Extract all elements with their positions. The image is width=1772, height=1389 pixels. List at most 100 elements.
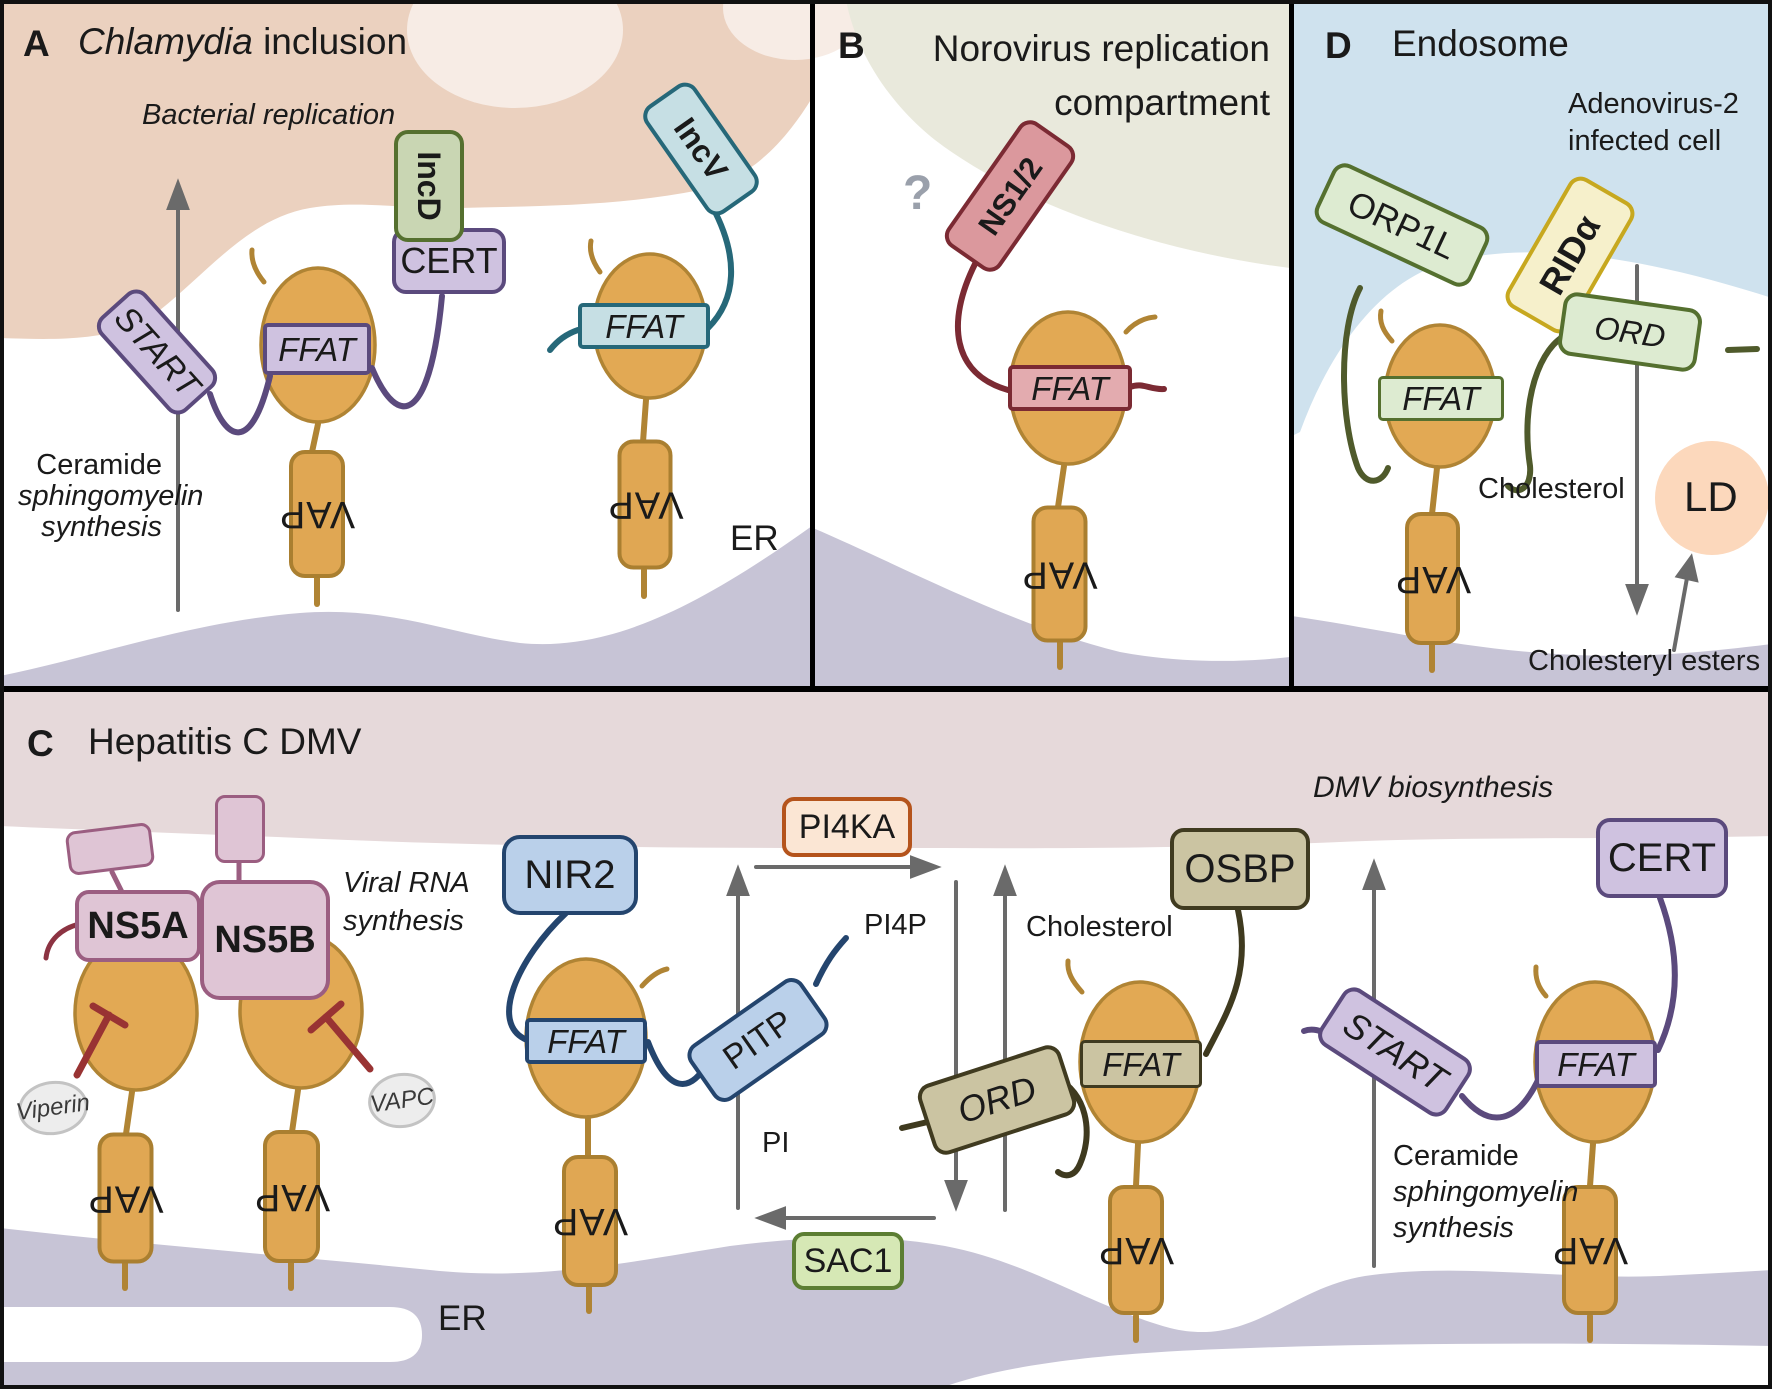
- panel-title-b-line2: compartment: [1054, 82, 1270, 123]
- panel-tag-c: C: [27, 723, 54, 764]
- vap-c3-label: VAP: [551, 1200, 629, 1242]
- ffat-motif-a2: FFAT: [578, 303, 710, 349]
- cert-c-label: CERT: [1607, 836, 1717, 880]
- vapc-inhibition-tbar: [307, 1000, 374, 1073]
- er-label-c: ER: [438, 1299, 487, 1338]
- sphingomyelin-c-line: sphingomyelin: [1393, 1176, 1579, 1208]
- adenovirus-cell-label: Adenovirus-2 infected cell: [1568, 86, 1739, 160]
- vap-c4-label: VAP: [1097, 1229, 1175, 1271]
- ns5-linkers: [109, 859, 242, 895]
- er-lumen-tubule: [938, 1343, 1772, 1389]
- panel-divider-bd: [1289, 0, 1294, 692]
- ns5a-label: NS5A: [87, 905, 189, 947]
- oval-tails: [249, 238, 1549, 999]
- ffat-motif-c3: FFAT: [1535, 1040, 1657, 1088]
- pi4ka-enzyme: PI4KA: [782, 797, 912, 857]
- vap-protein-c2: VAP: [253, 1130, 330, 1263]
- cholesteryl-esters-label: Cholesteryl esters: [1528, 645, 1761, 677]
- synthesis-c-line: synthesis: [1393, 1212, 1514, 1244]
- ffat-a2-label: FFAT: [605, 307, 683, 345]
- sac1-label: SAC1: [803, 1242, 893, 1280]
- panel-title-b-line1: Norovirus replication: [932, 28, 1270, 69]
- pi4ka-label: PI4KA: [798, 808, 896, 846]
- viral-rna-line1: Viral RNA: [343, 867, 470, 899]
- vap-protein-a1: VAP: [279, 450, 355, 578]
- ffat-b-label: FFAT: [1031, 369, 1109, 407]
- er-membrane-a: [0, 526, 812, 686]
- ffat-c3-label: FFAT: [1557, 1045, 1635, 1083]
- ord-d-label: ORD: [1592, 309, 1668, 355]
- incd-label: IncD: [411, 151, 447, 221]
- vap-protein-a2: VAP: [607, 439, 683, 570]
- osbp-label: OSBP: [1184, 847, 1296, 891]
- panel-title-a-rest: inclusion: [252, 21, 408, 62]
- ffat-motif-a1: FFAT: [263, 323, 371, 375]
- ffat-motif-c2: FFAT: [1080, 1040, 1202, 1088]
- adenovirus-line1: Adenovirus-2: [1568, 88, 1739, 120]
- ffat-motif-c1: FFAT: [525, 1018, 647, 1064]
- ord-c-label: ORD: [952, 1067, 1042, 1132]
- vap-a1-label: VAP: [278, 493, 356, 535]
- er-membrane-b: [813, 528, 1290, 686]
- cert-protein-c: CERT: [1596, 818, 1728, 898]
- ceramide-c-line: Ceramide: [1393, 1140, 1519, 1172]
- nir2-label: NIR2: [524, 853, 616, 897]
- vap-linkers: [122, 397, 1596, 1343]
- ceramide-line: Ceramide: [36, 449, 162, 481]
- osbp-protein: OSBP: [1170, 828, 1310, 910]
- ffat-c1-label: FFAT: [547, 1022, 625, 1060]
- ns5b-label: NS5B: [214, 919, 316, 961]
- vapc-label: VAPC: [368, 1082, 436, 1118]
- er-label-a: ER: [730, 519, 779, 558]
- er-lumen-tubule: [0, 1307, 422, 1362]
- ns5b-protein: NS5B: [200, 880, 330, 1000]
- vap-protein-c1: VAP: [87, 1132, 164, 1264]
- panel-tag-a: A: [23, 23, 50, 64]
- vap-protein-c3: VAP: [552, 1155, 628, 1287]
- inclusion-vesicle: [407, 0, 623, 108]
- question-mark: ?: [903, 167, 933, 220]
- vap-a2-label: VAP: [606, 483, 684, 526]
- viperin-label: Viperin: [14, 1088, 92, 1127]
- dmv-membrane-shape: [0, 692, 1772, 849]
- synthesis-line: synthesis: [41, 511, 162, 543]
- er-membrane-d: [1292, 616, 1772, 686]
- vap-b-label: VAP: [1021, 553, 1098, 595]
- ns5b-subdomain: [215, 795, 265, 863]
- inclusion-vesicle: [723, 0, 867, 60]
- pi-label: PI: [762, 1127, 790, 1159]
- vap-protein-b: VAP: [1021, 505, 1098, 643]
- cholesterol-label-d: Cholesterol: [1478, 473, 1625, 505]
- lipid-droplet-label: LD: [1684, 473, 1738, 520]
- ns5a-protein: NS5A: [75, 890, 201, 962]
- sphingomyelin-line: sphingomyelin: [18, 480, 204, 512]
- lipid-droplet: [1655, 441, 1769, 555]
- panel-title-a-italic: Chlamydia: [78, 21, 253, 62]
- cert-a-label: CERT: [400, 240, 498, 281]
- nir2-protein: NIR2: [502, 835, 638, 915]
- ffat-d-label: FFAT: [1402, 380, 1480, 417]
- cholesterol-label-c: Cholesterol: [1026, 911, 1173, 943]
- ffat-a1-label: FFAT: [278, 330, 356, 368]
- viperin-inhibition-tbar: [73, 1002, 129, 1079]
- panel-tag-b: B: [838, 25, 865, 66]
- panel-title-c: Hepatitis C DMV: [88, 721, 362, 762]
- ns12-linker: [955, 261, 1167, 393]
- panel-title-b: Norovirus replication compartment: [898, 22, 1270, 130]
- panel-title-a: Chlamydia inclusion: [78, 22, 407, 62]
- panel-tag-d: D: [1325, 25, 1352, 66]
- panel-divider-ab: [810, 0, 815, 692]
- vap-c1-label: VAP: [87, 1177, 164, 1219]
- adenovirus-line2: infected cell: [1568, 125, 1722, 157]
- endosome-shape: [1292, 0, 1772, 436]
- vap-protein-d: VAP: [1394, 512, 1471, 645]
- ffat-motif-b: FFAT: [1008, 365, 1132, 411]
- panel-title-d: Endosome: [1392, 23, 1569, 64]
- dmv-biosynthesis-label: DMV biosynthesis: [1313, 771, 1554, 804]
- ffat-motif-d: FFAT: [1378, 376, 1504, 421]
- sac1-enzyme: SAC1: [792, 1232, 904, 1290]
- vap-protein-c4: VAP: [1098, 1185, 1174, 1315]
